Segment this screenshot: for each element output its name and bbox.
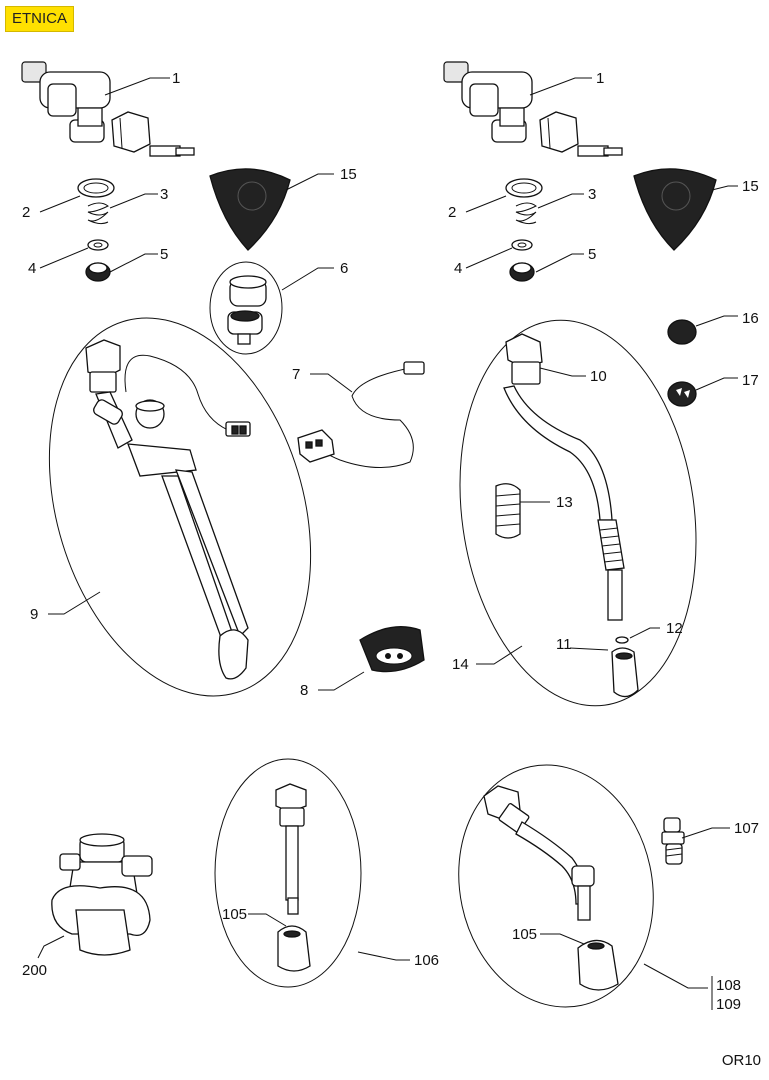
callout-1-left: 1 <box>172 70 180 87</box>
callout-2-right: 2 <box>448 204 456 221</box>
washer-right <box>511 239 533 251</box>
manifold-fitting <box>37 833 153 959</box>
callout-15-right: 15 <box>742 178 759 195</box>
spring-left <box>87 202 109 225</box>
callout-106: 106 <box>414 952 439 969</box>
insulation-block <box>318 626 425 691</box>
model-label: ETNICA <box>5 6 75 32</box>
straight-wand-assembly <box>214 758 410 988</box>
callout-3-left: 3 <box>160 186 168 203</box>
curved-wand-assembly <box>458 764 713 1010</box>
callout-6: 6 <box>340 260 348 277</box>
valve-body-right <box>443 61 623 157</box>
spring-right <box>515 202 537 225</box>
callout-4-right: 4 <box>454 260 462 277</box>
callout-11: 11 <box>556 636 572 653</box>
leader-lines-left-valve <box>39 77 334 273</box>
callout-105-right: 105 <box>512 926 537 943</box>
seal-right <box>509 262 535 282</box>
grid-disc <box>667 377 738 407</box>
callout-17: 17 <box>742 372 759 389</box>
steam-wand-assembly <box>459 319 697 707</box>
o-ring-left <box>77 178 115 198</box>
nipple-fitting <box>661 817 730 865</box>
callout-5-right: 5 <box>588 246 596 263</box>
callout-2-left: 2 <box>22 204 30 221</box>
callout-7: 7 <box>292 366 300 383</box>
callout-12: 12 <box>666 620 683 637</box>
callout-107: 107 <box>734 820 759 837</box>
callout-200: 200 <box>22 962 47 979</box>
callout-4-left: 4 <box>28 260 36 277</box>
callout-16: 16 <box>742 310 759 327</box>
callout-109: 109 <box>716 996 741 1013</box>
callout-1-right: 1 <box>596 70 604 87</box>
callout-105-left: 105 <box>222 906 247 923</box>
washer-left <box>87 239 109 251</box>
callout-10: 10 <box>590 368 607 385</box>
leader-lines-right-valve <box>465 77 738 273</box>
knob-left <box>209 168 291 251</box>
page-code: OR10 <box>721 1052 761 1069</box>
connector-caps-group <box>209 261 334 355</box>
cap-disc <box>667 315 738 345</box>
cable-assembly <box>297 361 425 469</box>
callout-108: 108 <box>716 977 741 994</box>
callout-5-left: 5 <box>160 246 168 263</box>
callout-3-right: 3 <box>588 186 596 203</box>
valve-body-left <box>21 61 195 157</box>
seal-left <box>85 262 111 282</box>
callout-13: 13 <box>556 494 573 511</box>
callout-9: 9 <box>30 606 38 623</box>
o-ring-right <box>505 178 543 198</box>
knob-right <box>633 168 717 251</box>
callout-14: 14 <box>452 656 469 673</box>
callout-8: 8 <box>300 682 308 699</box>
callout-15-left: 15 <box>340 166 357 183</box>
heating-element-assembly <box>48 317 312 697</box>
